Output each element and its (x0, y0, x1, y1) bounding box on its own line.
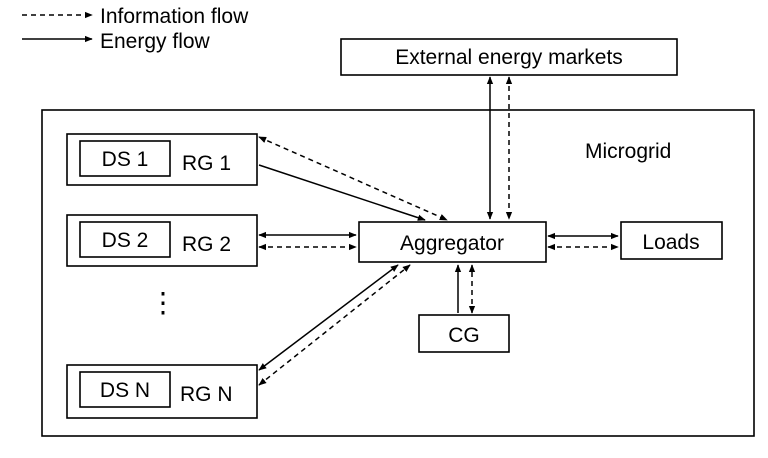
microgrid-label: Microgrid (585, 140, 671, 163)
microgrid-container (41, 109, 755, 437)
external-markets-box (340, 38, 678, 76)
loads-box (620, 221, 723, 260)
ellipsis-glyph: ⋮ (149, 287, 177, 318)
info-arrow-rg1-aggregator (258, 136, 448, 221)
energy-arrow-rgn-aggregator (258, 264, 399, 371)
legend: Information flow Energy flow (22, 5, 249, 53)
legend-energy-label: Energy flow (100, 30, 211, 53)
ds-1-label: DS 1 (102, 148, 149, 171)
aggregator-label: Aggregator (400, 232, 504, 255)
rg-n-group: DS N RG N (66, 364, 258, 419)
cg-box (418, 314, 510, 353)
info-arrow-rgn-aggregator (258, 264, 411, 386)
rg-n-label: RG N (180, 383, 233, 406)
aggregator-box (358, 221, 547, 263)
ds-n-label: DS N (100, 379, 150, 402)
rg-1-group: DS 1 RG 1 (66, 133, 258, 186)
cg-label: CG (448, 324, 480, 347)
loads-label: Loads (642, 231, 699, 254)
ds-1-box (79, 140, 171, 177)
rg-1-label: RG 1 (182, 152, 231, 175)
ds-2-label: DS 2 (102, 229, 149, 252)
external-markets-label: External energy markets (395, 46, 623, 69)
rg-2-label: RG 2 (182, 233, 231, 256)
ds-n-box (79, 371, 171, 408)
legend-information-label: Information flow (100, 5, 249, 28)
rg-2-group: DS 2 RG 2 (66, 214, 258, 267)
ds-2-box (79, 221, 171, 258)
